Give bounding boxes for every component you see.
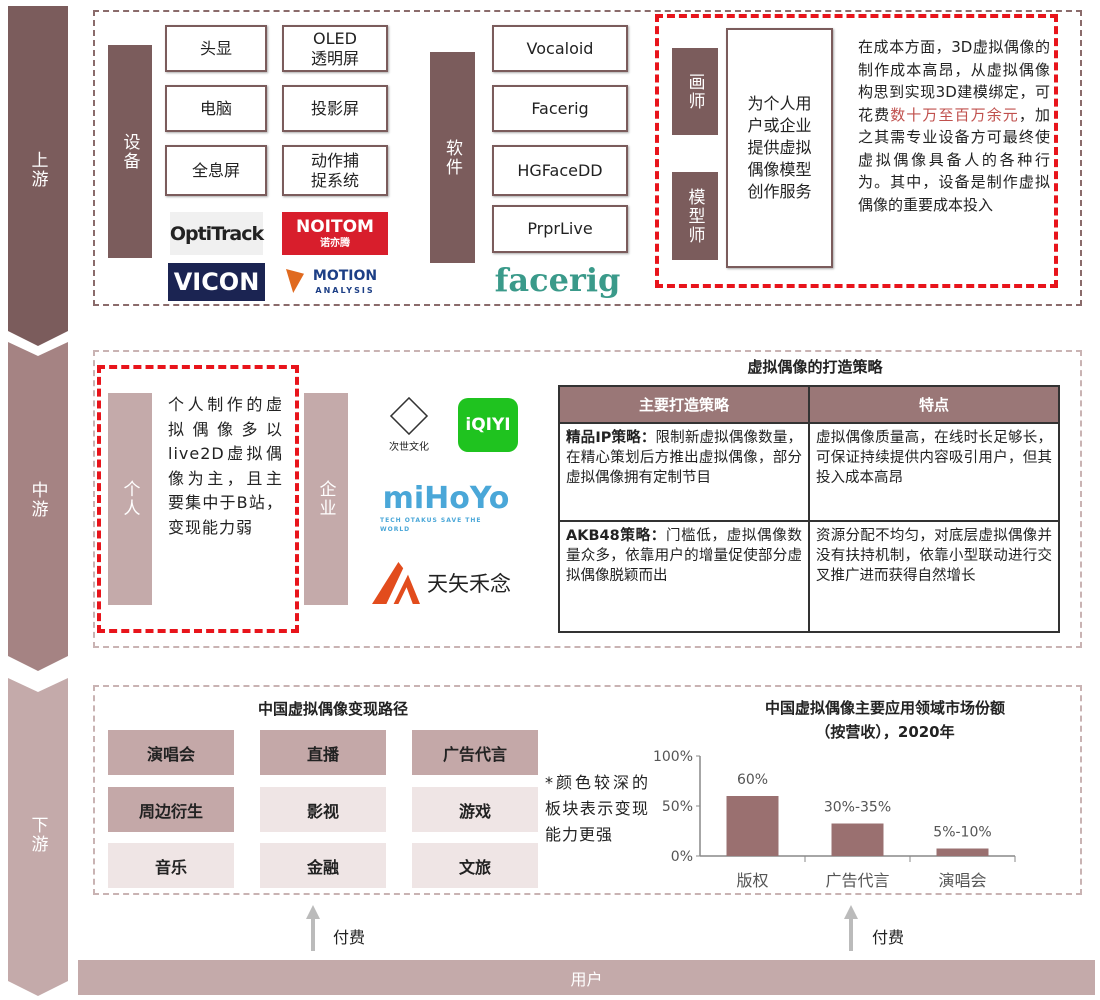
ciwen-icon (389, 396, 429, 435)
table-row: AKB48策略：门槛低，虚拟偶像数量众多，依靠用户的增量促使部分虚拟偶像脱颖而出… (558, 520, 1060, 633)
monetization-title: 中国虚拟偶像变现路径 (257, 700, 408, 718)
stage-midstream: 中游 (27, 481, 48, 519)
x-tick-label: 版权 (736, 871, 768, 890)
strategy-table: 主要打造策略特点 精品IP策略：限制新虚拟偶像数量，在精心策划后方推出虚拟偶像，… (558, 385, 1060, 633)
data-label: 30%-35% (824, 800, 891, 816)
software-item: HGFaceDD (492, 145, 628, 196)
pay-label: 付费 (872, 928, 905, 947)
monetization-tile: 金融 (260, 843, 386, 888)
iqiyi-logo: iQIYI (458, 398, 518, 452)
cost-description: 在成本方面，3D虚拟偶像的制作成本高昂，从虚拟偶像构思到实现3D建模绑定，可花费… (858, 38, 1050, 214)
downstream-panel (93, 685, 1082, 895)
software-item: Facerig (492, 85, 628, 132)
ciwen-logo: 次世文化 (383, 395, 435, 455)
equipment-item: OLED 透明屏 (282, 25, 388, 72)
individual-label: 个人 (108, 393, 152, 605)
x-tick-label: 广告代言 (825, 871, 889, 890)
highlight-box-individual (97, 365, 299, 633)
equipment-label: 设备 (108, 45, 152, 258)
stage-upstream: 上游 (27, 151, 48, 189)
data-label: 5%-10% (933, 825, 991, 841)
bar (726, 796, 779, 856)
individual-description: 个人制作的虚拟偶像多以live2D虚拟偶像为主，且主要集中于B站，变现能力弱 (168, 395, 283, 537)
monetization-tile: 广告代言 (412, 730, 538, 775)
stage-downstream: 下游 (27, 816, 48, 854)
painter-label: 画师 (672, 48, 718, 135)
equipment-item: 头显 (165, 25, 267, 72)
data-label: 60% (737, 772, 768, 788)
bar (936, 848, 989, 856)
software-item: PrprLive (492, 205, 628, 253)
stage-arrows (8, 6, 68, 996)
monetization-tile: 文旅 (412, 843, 538, 888)
software-item: Vocaloid (492, 25, 628, 72)
optitrack-logo: OptiTrack (170, 212, 264, 255)
chart-subtitle: （按营收），2020年 (815, 723, 955, 741)
software-label: 软件 (430, 52, 475, 263)
strategy-table-title: 虚拟偶像的打造策略 (747, 358, 883, 376)
table-header: 特点 (808, 385, 1060, 424)
modeler-label: 模型师 (672, 172, 718, 260)
cost-highlight: 数十万至百万余元 (890, 105, 1019, 124)
chart-title: 中国虚拟偶像主要应用领域市场份额 (764, 699, 1005, 717)
y-tick-label: 0% (671, 849, 693, 865)
table-row: 精品IP策略：限制新虚拟偶像数量，在精心策划后方推出虚拟偶像，部分虚拟偶像拥有定… (558, 422, 1060, 522)
arrow-up-icon (306, 905, 320, 951)
service-description: 为个人用户或企业提供虚拟偶像模型创作服务 (726, 28, 833, 268)
monetization-tile: 影视 (260, 787, 386, 832)
monetization-tile: 直播 (260, 730, 386, 775)
motion-analysis-icon (286, 269, 304, 293)
midstream-panel (93, 350, 1082, 648)
monetization-tile: 周边衍生 (108, 787, 234, 832)
tianyi-logo: 天矢禾念 (370, 560, 522, 606)
monetization-tile: 音乐 (108, 843, 234, 888)
arrow-up-icon (844, 905, 858, 951)
bar (831, 823, 884, 856)
equipment-item: 电脑 (165, 85, 267, 132)
facerig-logo: facerig (494, 261, 621, 299)
pay-label: 付费 (333, 928, 366, 947)
vicon-logo: VICON (168, 263, 265, 301)
monetization-tile: 游戏 (412, 787, 538, 832)
equipment-item: 全息屏 (165, 145, 267, 196)
y-tick-label: 50% (662, 799, 693, 815)
y-tick-label: 100% (653, 749, 693, 765)
tianyi-icon (372, 562, 420, 604)
color-note: *颜色较深的板块表示变现能力更强 (545, 773, 649, 844)
x-tick-label: 演唱会 (938, 871, 986, 890)
monetization-tile: 演唱会 (108, 730, 234, 775)
user-bar: 用户 (78, 960, 1095, 995)
enterprise-label: 企业 (304, 393, 348, 605)
equipment-item: 动作捕 捉系统 (282, 145, 388, 196)
market-share-chart: 0% 50% 100% 60% 版权 30%-35% 广告代言 5%-10% 演唱会 (653, 749, 1016, 890)
highlight-box-cost (655, 14, 1058, 288)
equipment-item: 投影屏 (282, 85, 388, 132)
table-header: 主要打造策略 (558, 385, 810, 424)
upstream-panel (93, 10, 1082, 306)
